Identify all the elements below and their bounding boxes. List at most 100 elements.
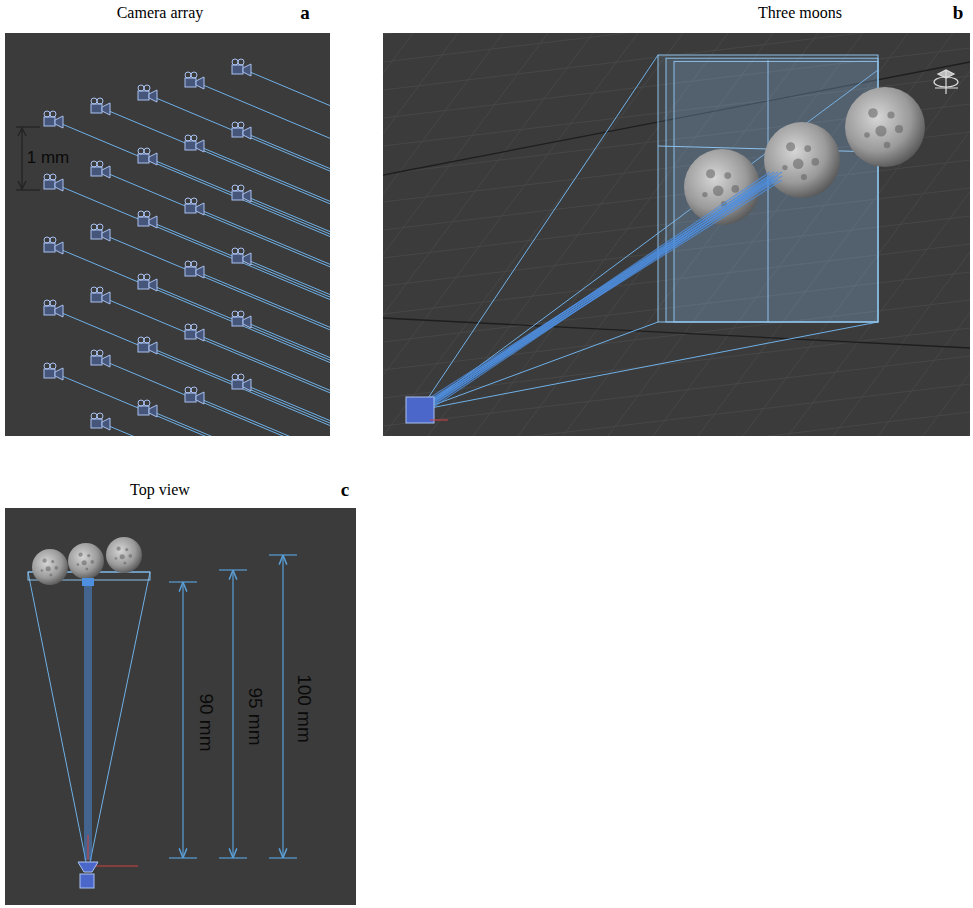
view-ray [109, 111, 330, 245]
art-circle [91, 287, 97, 293]
art-rect [232, 65, 243, 74]
view-ray [109, 363, 330, 436]
art-path [196, 77, 204, 89]
camera-ray [85, 578, 86, 860]
camera-ray [87, 578, 88, 860]
camera-ray [429, 180, 782, 404]
art-circle [91, 224, 97, 230]
art-path [55, 116, 63, 128]
art-circle [144, 148, 150, 154]
art-rect [44, 180, 55, 189]
art-path [55, 179, 63, 191]
art-rect [138, 280, 149, 289]
camera-icon [232, 374, 251, 391]
art-circle [49, 574, 52, 577]
art-path [196, 140, 204, 152]
art-circle [97, 287, 103, 293]
art-circle [793, 158, 804, 169]
camera-icon [91, 287, 110, 304]
art-rect [232, 317, 243, 326]
art-path [149, 279, 157, 291]
art-circle [91, 560, 95, 564]
art-rect [185, 267, 196, 276]
camera-icon [91, 161, 110, 178]
panel-a-ground [5, 33, 330, 436]
view-ray [250, 72, 330, 206]
art-circle [232, 185, 238, 191]
art-rect [138, 91, 149, 100]
art-circle [125, 548, 128, 551]
art-circle [868, 108, 878, 118]
panel-b-ground [383, 33, 970, 436]
view-ray [203, 211, 330, 345]
art-rect [138, 343, 149, 352]
dimension-tick [269, 554, 297, 555]
grid-line [383, 33, 458, 436]
art-path [102, 229, 110, 241]
art-rect [185, 78, 196, 87]
art-circle [191, 261, 197, 267]
art-circle [138, 337, 144, 343]
view-cube [934, 77, 958, 87]
art-circle [895, 125, 903, 133]
art-path [243, 127, 251, 139]
camera-icon [138, 148, 157, 165]
camera-icon [138, 274, 157, 291]
art-path [102, 103, 110, 115]
art-circle [238, 248, 244, 254]
camera-icon [232, 59, 251, 76]
camera-icon [91, 98, 110, 115]
art-circle [786, 142, 795, 151]
dimension-line [282, 556, 283, 857]
art-path [243, 253, 251, 265]
art-circle [238, 185, 244, 191]
art-rect [44, 306, 55, 315]
axis-gizmo [92, 866, 138, 867]
art-circle [115, 557, 118, 560]
camera-ray [89, 578, 90, 860]
art-circle [191, 387, 197, 393]
camera-icon [138, 400, 157, 417]
art-circle [50, 174, 56, 180]
dimension-line [21, 129, 22, 188]
view-ray [156, 350, 330, 436]
art-circle [185, 387, 191, 393]
camera-icon [44, 237, 63, 254]
three-moons-art [383, 33, 970, 436]
view-ray [62, 187, 330, 321]
art-rect [91, 104, 102, 113]
dimension-arrow [18, 128, 26, 189]
art-circle [732, 185, 740, 193]
moon-sphere [845, 87, 925, 167]
art-circle [887, 111, 894, 118]
art-circle [764, 122, 840, 198]
dimension-label: 1 mm [27, 149, 70, 168]
art-circle [85, 568, 88, 571]
art-circle [50, 300, 56, 306]
view-ray [250, 198, 330, 332]
art-path [149, 342, 157, 354]
art-circle [97, 350, 103, 356]
art-circle [78, 553, 82, 557]
top-view-art [28, 537, 297, 888]
art-rect [185, 330, 196, 339]
grid-line [383, 33, 683, 436]
art-circle [138, 274, 144, 280]
dimension-label: 95 mm [245, 687, 266, 745]
art-circle [238, 122, 244, 128]
art-circle [32, 549, 68, 585]
art-circle [144, 211, 150, 217]
view-ray [62, 313, 330, 436]
view-cube [935, 70, 958, 94]
art-circle [138, 400, 144, 406]
art-circle [702, 192, 707, 197]
art-circle [801, 174, 807, 180]
camera-icon [185, 198, 204, 215]
camera-icon [185, 324, 204, 341]
camera-icon [91, 224, 110, 241]
art-rect [185, 141, 196, 150]
art-circle [82, 560, 87, 565]
dimension-tick [16, 126, 40, 127]
camera-icon [44, 363, 63, 380]
